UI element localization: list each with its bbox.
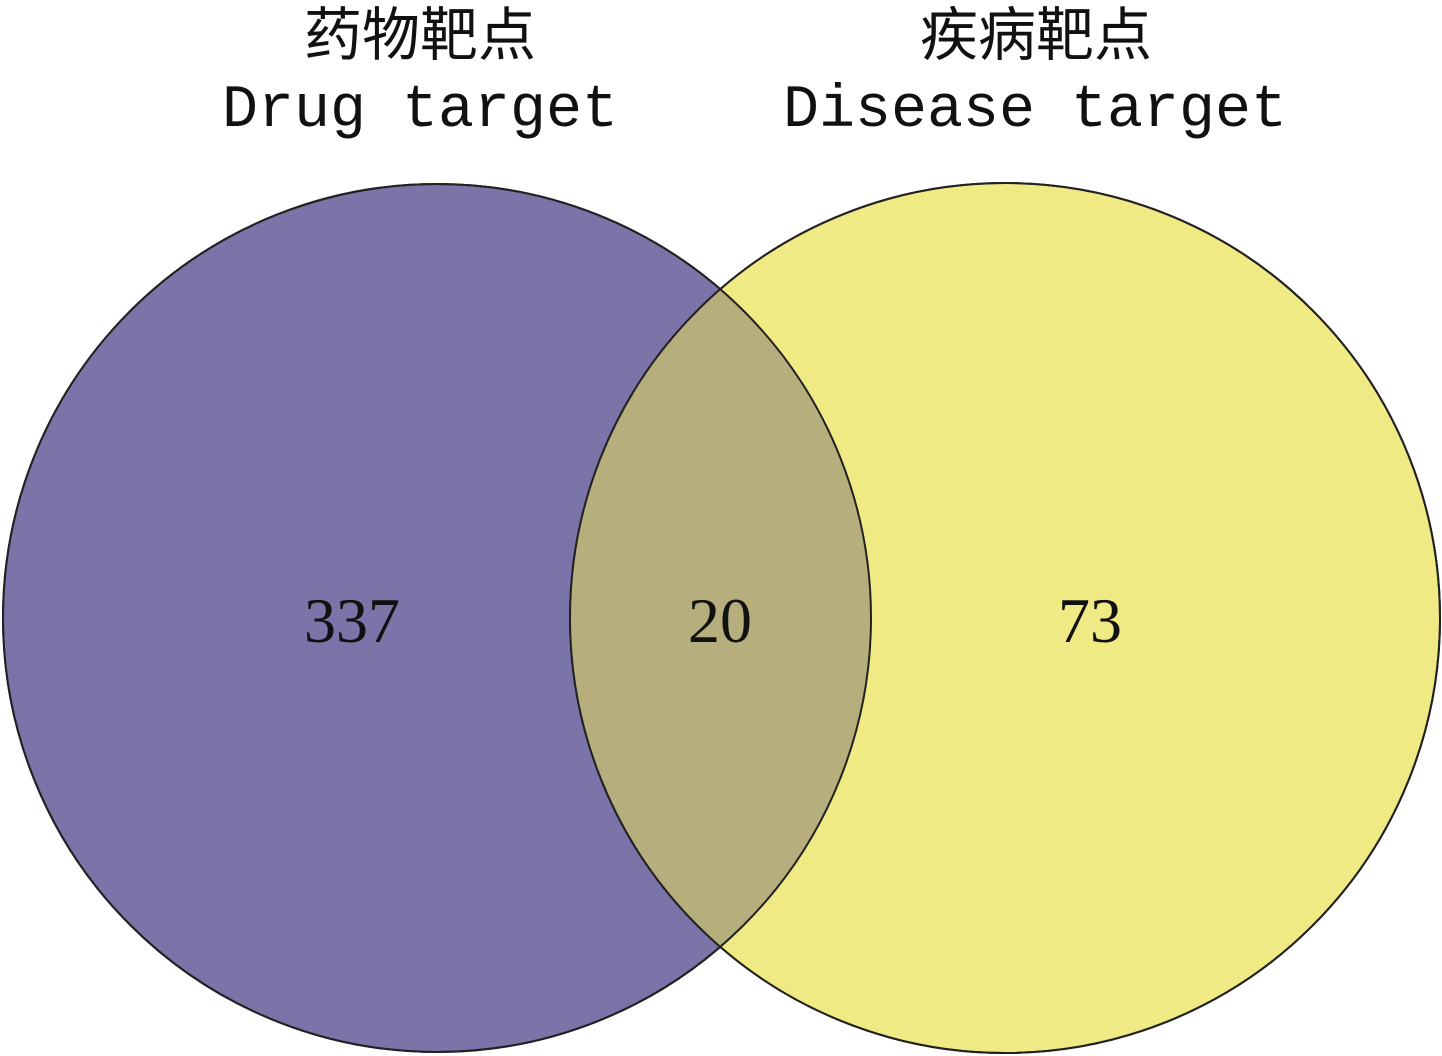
disease-target-outline — [569, 182, 1441, 1054]
drug-target-title-cn: 药物靶点 — [303, 1, 536, 69]
disease-target-title-cn: 疾病靶点 — [919, 1, 1152, 69]
drug-target-outline — [2, 183, 872, 1053]
drug-target-title-en: Drug target — [221, 77, 619, 145]
intersection-region — [570, 184, 871, 1052]
drug-only-count: 337 — [304, 585, 400, 656]
intersection-count: 20 — [688, 585, 752, 656]
disease-only-count: 73 — [1058, 585, 1122, 656]
disease-target-title-en: Disease target — [782, 77, 1288, 145]
